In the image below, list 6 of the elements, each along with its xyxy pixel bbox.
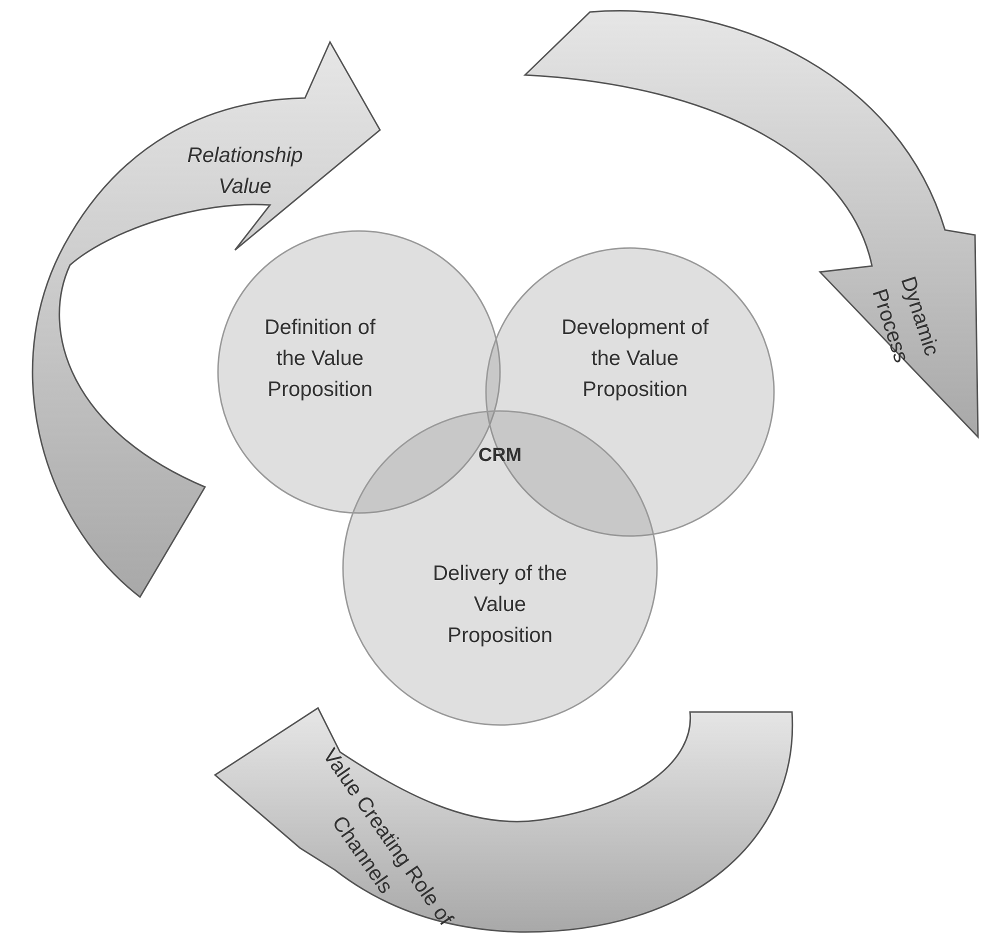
circle-label: Definition of the Value Proposition: [264, 315, 376, 403]
circle-label: Development of the Value Proposition: [560, 315, 710, 403]
center-label: CRM: [477, 444, 523, 468]
circle-label: Delivery of the Value Proposition: [432, 561, 568, 649]
arrow-label: Dynamic Process: [866, 272, 944, 368]
arrow-label: Relationship Value: [186, 143, 304, 200]
